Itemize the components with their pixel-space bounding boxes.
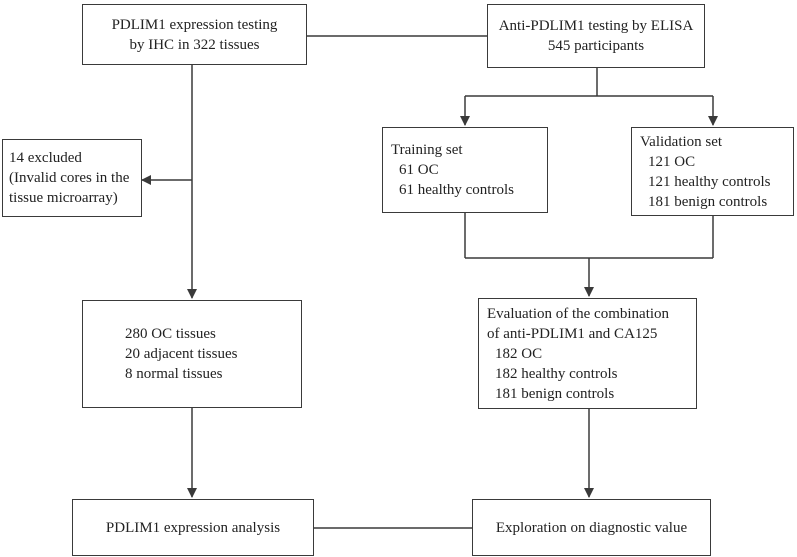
- training-set-box: Training set 61 OC 61 healthy controls: [382, 127, 548, 213]
- tissues-normal: 8 normal tissues: [125, 366, 223, 382]
- diagnostic-label: Exploration on diagnostic value: [495, 519, 688, 536]
- training-healthy: 61 healthy controls: [399, 182, 514, 198]
- excluded-box: 14 excluded (Invalid cores in the tissue…: [2, 139, 142, 217]
- validation-oc: 121 OC: [648, 153, 696, 170]
- ihc-line-2: by IHC in 322 tissues: [129, 36, 260, 53]
- validation-healthy: 121 healthy controls: [648, 173, 771, 190]
- tissues-oc: 280 OC tissues: [125, 326, 216, 342]
- combination-benign: 181 benign controls: [495, 385, 615, 402]
- elisa-line-1: Anti-PDLIM1 testing by ELISA: [498, 18, 694, 34]
- tissues-adjacent: 20 adjacent tissues: [125, 346, 238, 362]
- tissues-box: 280 OC tissues 20 adjacent tissues 8 nor…: [82, 300, 302, 408]
- combination-title-2: of anti-PDLIM1 and CA125: [487, 325, 658, 342]
- ihc-line-1: PDLIM1 expression testing: [111, 16, 278, 33]
- combination-box: Evaluation of the combination of anti-PD…: [478, 298, 697, 409]
- analysis-label: PDLIM1 expression analysis: [105, 519, 281, 536]
- combination-healthy: 182 healthy controls: [495, 365, 618, 382]
- validation-set-box: Validation set 121 OC 121 healthy contro…: [631, 127, 794, 216]
- validation-title: Validation set: [640, 133, 723, 150]
- validation-benign: 181 benign controls: [648, 193, 768, 210]
- training-title: Training set: [391, 142, 463, 158]
- combination-title-1: Evaluation of the combination: [487, 305, 670, 322]
- excluded-line-3: tissue microarray): [9, 190, 118, 206]
- expression-analysis-box: PDLIM1 expression analysis: [72, 499, 314, 556]
- combination-oc: 182 OC: [495, 345, 543, 362]
- ihc-testing-box: PDLIM1 expression testing by IHC in 322 …: [82, 4, 307, 65]
- elisa-line-2: 545 participants: [547, 38, 645, 54]
- excluded-line-1: 14 excluded: [9, 150, 82, 166]
- excluded-line-2: (Invalid cores in the: [9, 170, 130, 186]
- diagnostic-value-box: Exploration on diagnostic value: [472, 499, 711, 556]
- training-oc: 61 OC: [399, 162, 439, 178]
- elisa-testing-box: Anti-PDLIM1 testing by ELISA 545 partici…: [487, 4, 705, 68]
